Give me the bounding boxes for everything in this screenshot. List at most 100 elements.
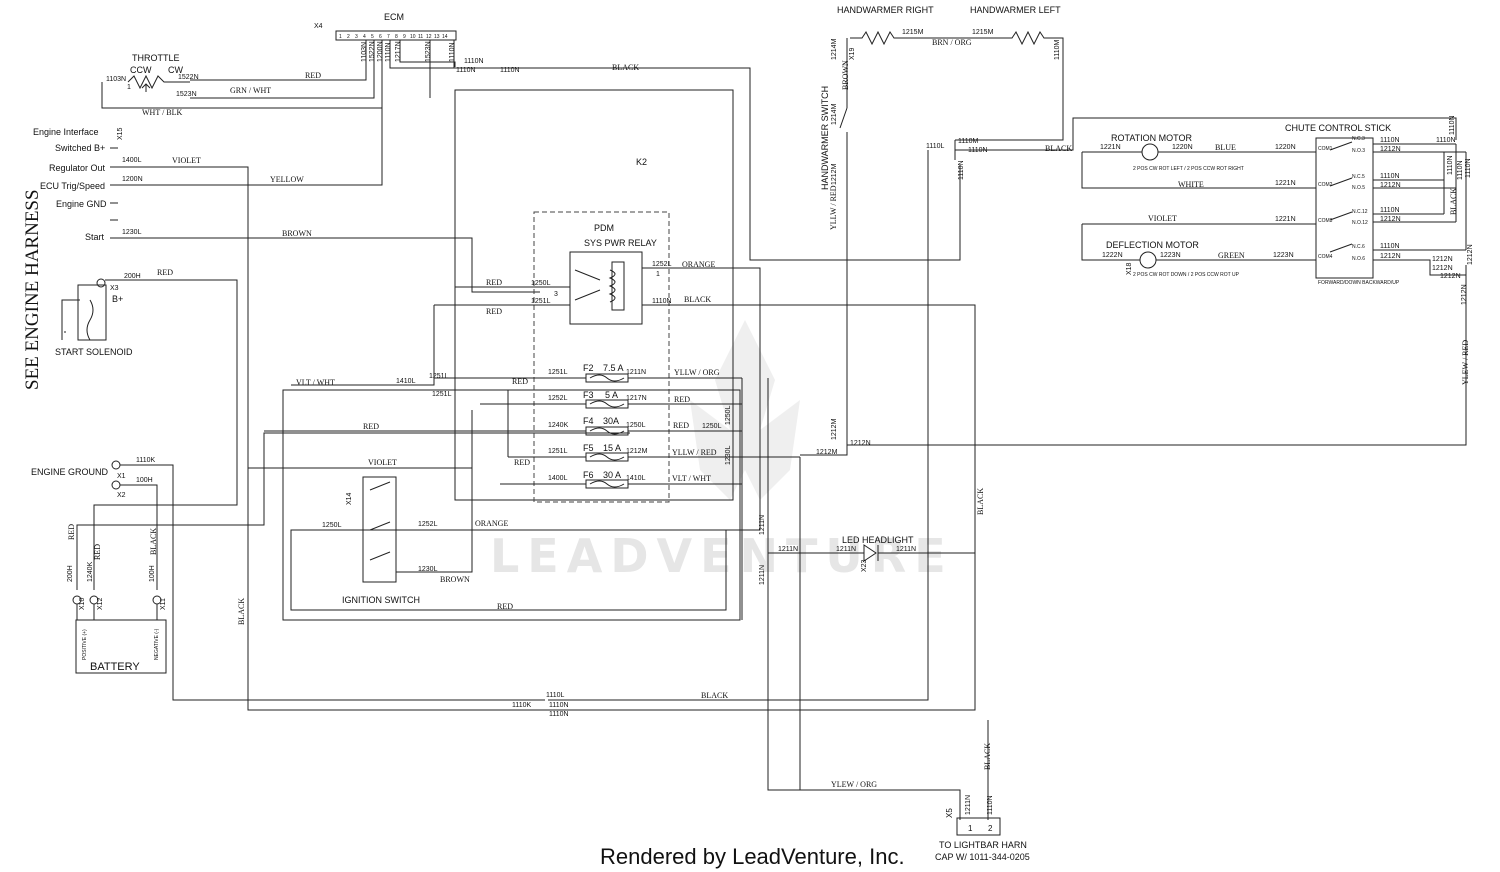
svg-text:1110N: 1110N (549, 702, 569, 709)
svg-text:ECU Trig/Speed: ECU Trig/Speed (40, 181, 105, 191)
svg-text:1214M: 1214M (831, 38, 838, 60)
svg-text:BLACK: BLACK (976, 488, 985, 515)
svg-text:RED: RED (486, 307, 502, 316)
svg-text:1251L: 1251L (548, 369, 568, 376)
svg-text:1250L: 1250L (702, 423, 722, 430)
svg-text:Switched B+: Switched B+ (55, 143, 105, 153)
side-title: SEE ENGINE HARNESS (22, 189, 43, 390)
svg-text:POSITIVE (+): POSITIVE (+) (82, 629, 88, 660)
svg-text:4: 4 (363, 34, 366, 40)
svg-text:B+: B+ (112, 294, 123, 304)
svg-text:COM2: COM2 (1318, 182, 1333, 188)
watermark: LEADVENTURE (490, 529, 954, 583)
svg-text:N.C.12: N.C.12 (1352, 209, 1368, 215)
svg-text:1212N: 1212N (1432, 265, 1453, 272)
svg-text:1230L: 1230L (418, 566, 438, 573)
svg-text:CCW: CCW (130, 65, 152, 75)
svg-text:TO LIGHTBAR HARN: TO LIGHTBAR HARN (939, 840, 1027, 850)
svg-text:30A: 30A (603, 416, 619, 426)
svg-text:ROTATION MOTOR: ROTATION MOTOR (1111, 133, 1192, 143)
svg-text:RED: RED (486, 278, 502, 287)
svg-text:1252L: 1252L (418, 521, 438, 528)
lightbar-connector: 1 2 X5 TO LIGHTBAR HARN CAP W/ 1011-344-… (935, 795, 1030, 862)
svg-text:1110K: 1110K (136, 457, 156, 464)
pdm-module: PDM SYS PWR RELAY 3 1 (533, 211, 670, 503)
svg-text:F2: F2 (583, 363, 594, 373)
svg-text:1110K: 1110K (512, 702, 532, 709)
fuse-f4: F4 30A (583, 416, 629, 436)
svg-text:10: 10 (410, 34, 416, 40)
ignition-switch: IGNITION SWITCH X14 (342, 476, 420, 605)
svg-text:1251L: 1251L (548, 448, 568, 455)
svg-text:1211N: 1211N (896, 546, 916, 553)
svg-text:1217N: 1217N (626, 395, 647, 402)
svg-text:CHUTE CONTROL STICK: CHUTE CONTROL STICK (1285, 123, 1391, 133)
svg-text:5: 5 (371, 34, 374, 40)
svg-text:3: 3 (554, 291, 558, 298)
handwarmer-left: HANDWARMER LEFT (940, 5, 1064, 141)
svg-text:9: 9 (403, 34, 406, 40)
svg-text:RED: RED (305, 71, 321, 80)
svg-text:VIOLET: VIOLET (172, 156, 201, 165)
svg-text:1110N: 1110N (1380, 137, 1400, 144)
svg-text:1220N: 1220N (1172, 144, 1193, 151)
svg-text:1110N: 1110N (987, 795, 994, 815)
svg-text:1110N: 1110N (1449, 115, 1456, 135)
svg-text:X11: X11 (160, 598, 167, 610)
svg-text:1252L: 1252L (548, 395, 568, 402)
svg-text:RED: RED (674, 395, 690, 404)
svg-text:1110N: 1110N (1380, 207, 1400, 214)
svg-text:1110N: 1110N (652, 298, 672, 305)
svg-text:N.O.6: N.O.6 (1352, 256, 1365, 262)
svg-text:1251L: 1251L (531, 298, 551, 305)
svg-text:WHITE: WHITE (1178, 180, 1204, 189)
svg-text:1522N: 1522N (178, 74, 199, 81)
svg-text:3: 3 (355, 34, 358, 40)
svg-text:N.O.5: N.O.5 (1352, 185, 1365, 191)
svg-text:HANDWARMER RIGHT: HANDWARMER RIGHT (837, 5, 934, 15)
svg-text:WHT / BLK: WHT / BLK (142, 108, 183, 117)
svg-text:1211N: 1211N (836, 546, 856, 553)
svg-text:Engine Interface: Engine Interface (33, 127, 99, 137)
watermark-flame-icon (690, 320, 800, 500)
svg-text:1212N: 1212N (1380, 146, 1401, 153)
svg-text:1221N: 1221N (1275, 180, 1296, 187)
svg-text:1110N: 1110N (464, 58, 484, 65)
svg-text:BLACK: BLACK (701, 691, 728, 700)
svg-text:1: 1 (656, 271, 660, 278)
svg-text:IGNITION SWITCH: IGNITION SWITCH (342, 595, 420, 605)
svg-text:BROWN: BROWN (282, 229, 312, 238)
svg-text:COM4: COM4 (1318, 254, 1333, 260)
svg-text:START SOLENOID: START SOLENOID (55, 347, 133, 357)
svg-text:1211N: 1211N (778, 546, 798, 553)
svg-text:2: 2 (988, 824, 993, 833)
svg-text:YLLW / ORG: YLLW / ORG (674, 368, 720, 377)
battery: BATTERY POSITIVE (+) NEGATIVE (-) (72, 595, 167, 674)
svg-text:1230L: 1230L (122, 229, 142, 236)
svg-text:YLEW / ORG: YLEW / ORG (831, 780, 877, 789)
svg-text:HANDWARMER SWITCH: HANDWARMER SWITCH (820, 86, 830, 190)
svg-text:LED HEADLIGHT: LED HEADLIGHT (842, 535, 914, 545)
svg-text:1250L: 1250L (531, 280, 551, 287)
svg-text:1200N: 1200N (122, 176, 143, 183)
chute-control-stick: CHUTE CONTROL STICK COM1 COM2 COM3 COM4 … (1285, 123, 1400, 286)
svg-text:1250L: 1250L (322, 522, 342, 529)
svg-text:1211N: 1211N (759, 515, 766, 535)
svg-text:X15: X15 (117, 127, 124, 140)
svg-text:X3: X3 (110, 285, 119, 292)
svg-text:K2: K2 (636, 157, 647, 167)
svg-text:HANDWARMER LEFT: HANDWARMER LEFT (970, 5, 1061, 15)
svg-text:1110M: 1110M (958, 138, 979, 145)
svg-text:1212N: 1212N (1380, 253, 1401, 260)
svg-text:X19: X19 (849, 47, 856, 60)
svg-text:N.C.5: N.C.5 (1352, 174, 1365, 180)
footer-credit: Rendered by LeadVenture, Inc. (600, 844, 905, 869)
svg-text:BLACK: BLACK (149, 528, 158, 555)
svg-text:100H: 100H (136, 477, 153, 484)
svg-text:1: 1 (968, 824, 973, 833)
svg-text:THROTTLE: THROTTLE (132, 53, 180, 63)
svg-text:1: 1 (339, 34, 342, 40)
svg-text:N.O.3: N.O.3 (1352, 148, 1365, 154)
svg-text:1223N: 1223N (1273, 252, 1294, 259)
svg-text:RED: RED (67, 524, 76, 540)
